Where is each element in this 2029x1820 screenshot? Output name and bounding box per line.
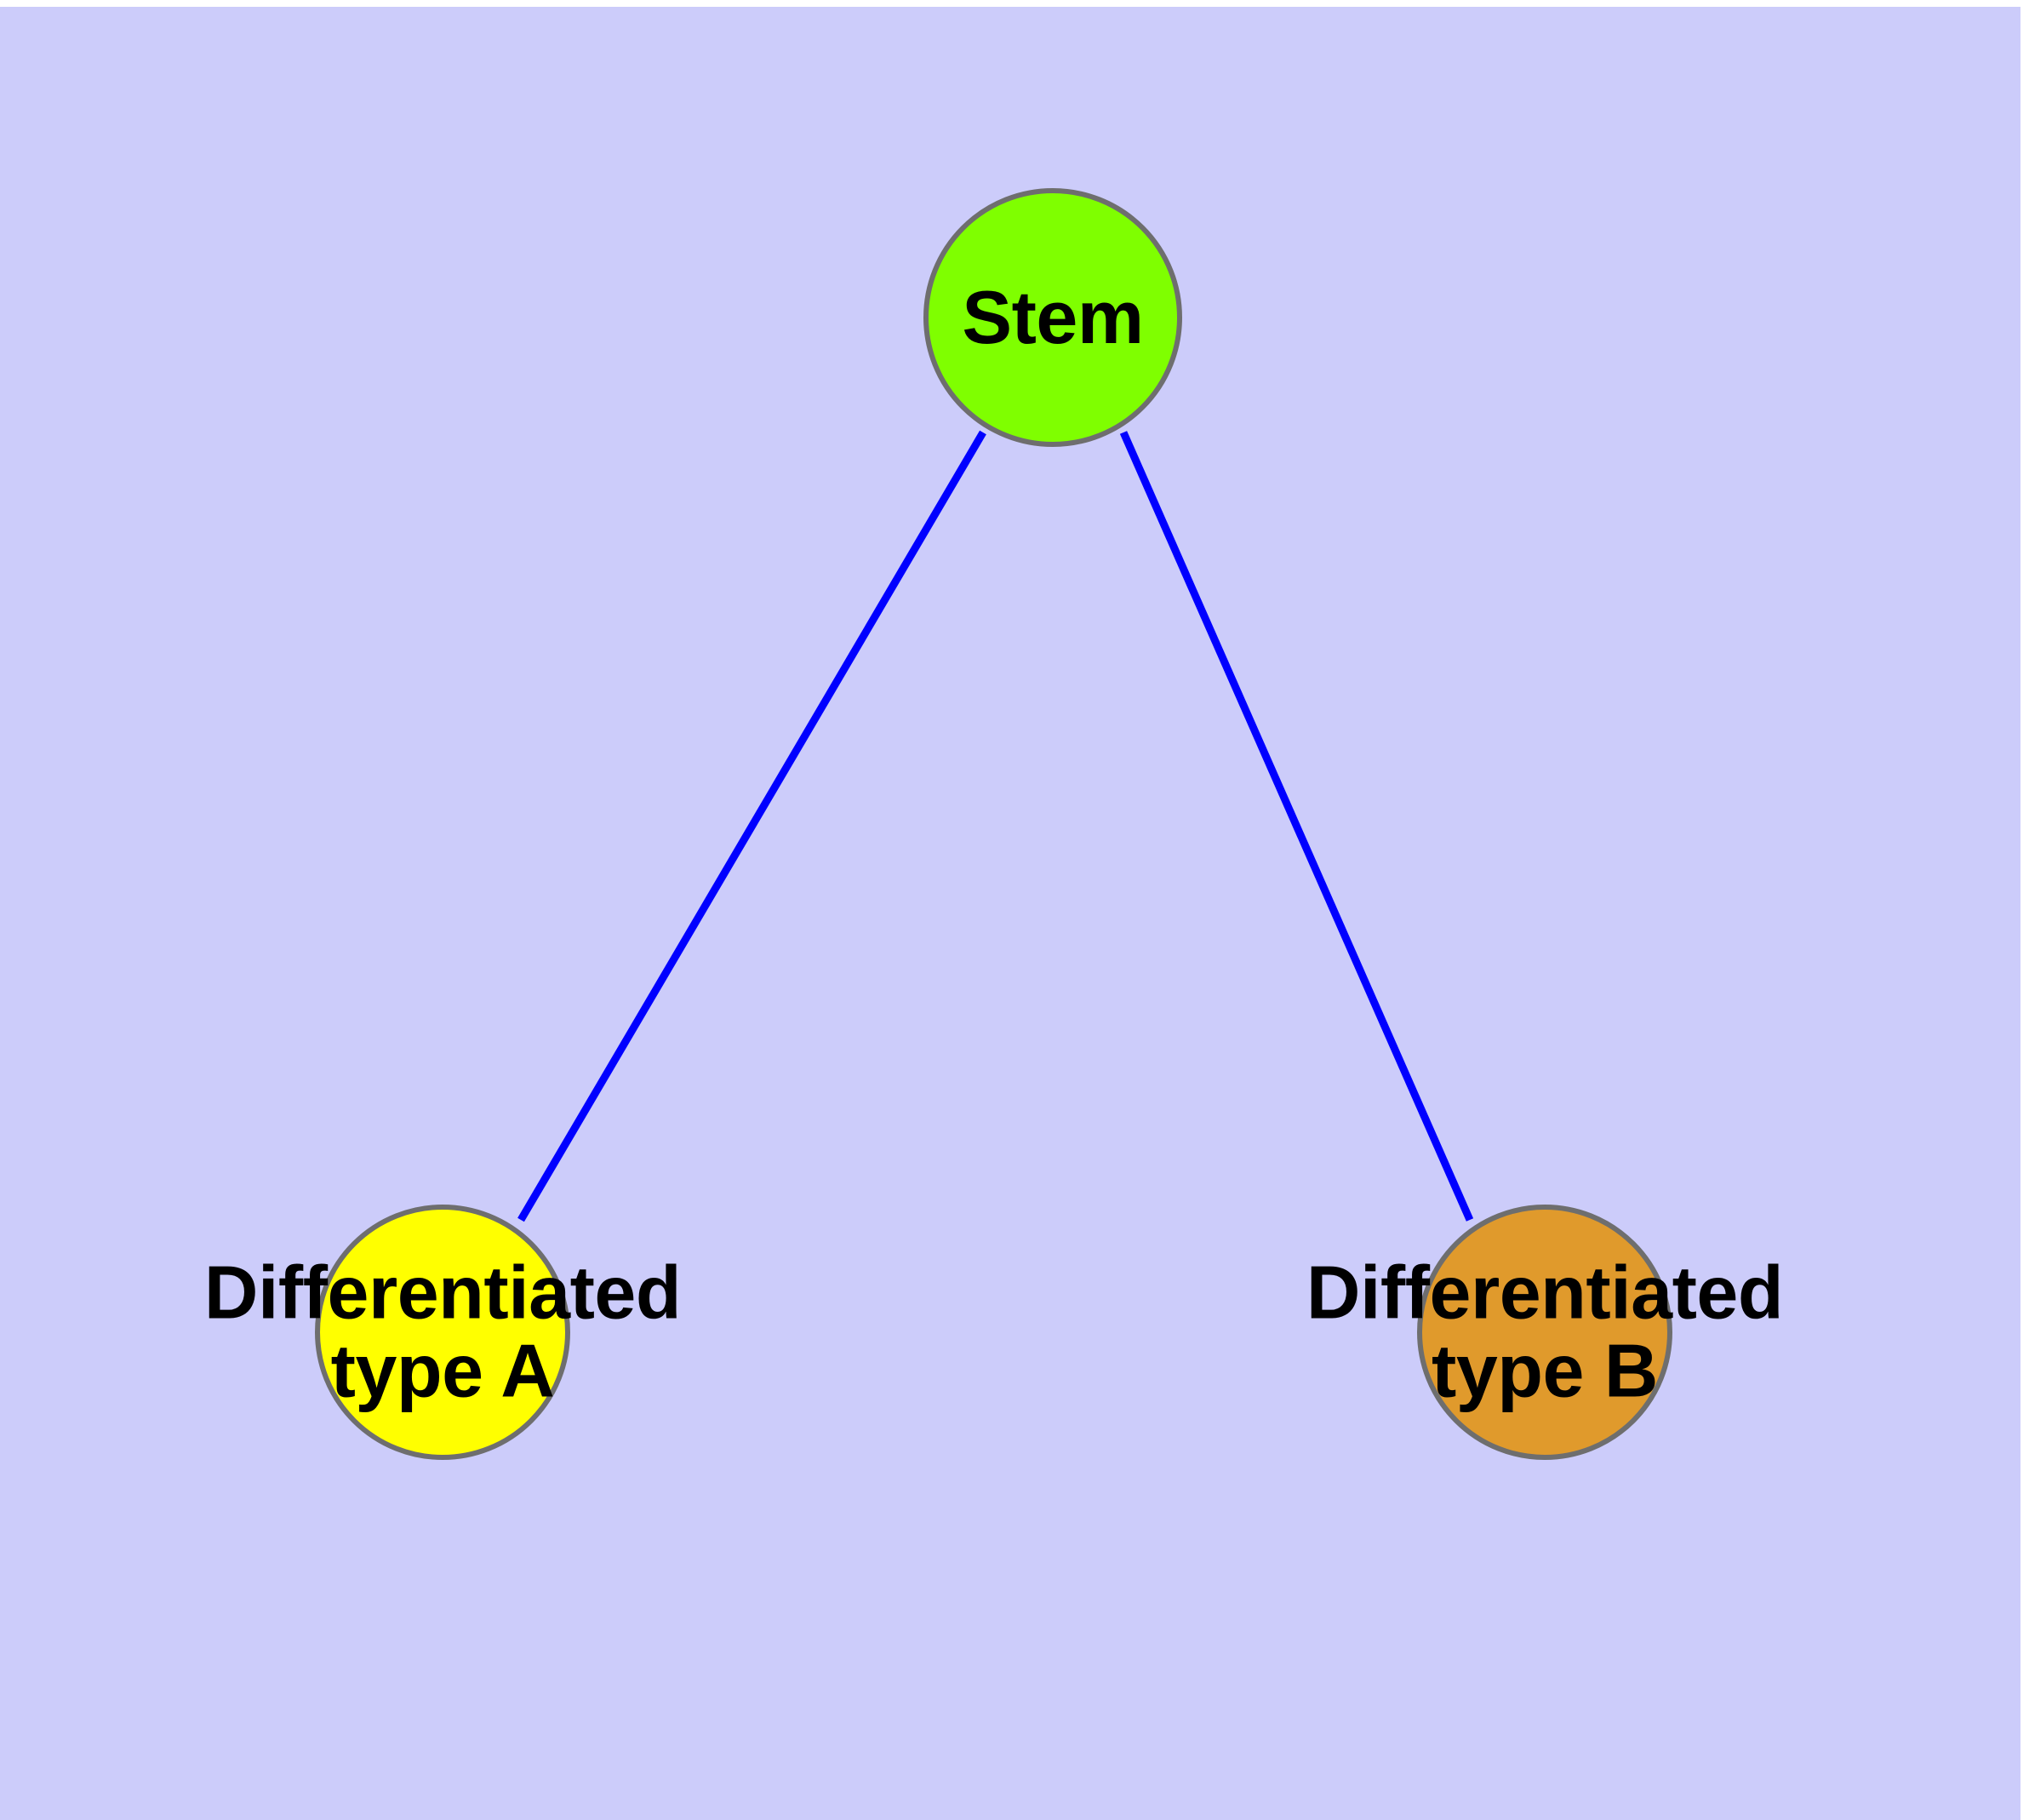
node-stem[interactable]: Stem bbox=[923, 188, 1182, 447]
edge-stem-to-differentiated-type-a bbox=[517, 430, 986, 1222]
edge-stem-to-differentiated-type-b bbox=[1119, 431, 1474, 1222]
node-stem-label: Stem bbox=[962, 274, 1144, 359]
